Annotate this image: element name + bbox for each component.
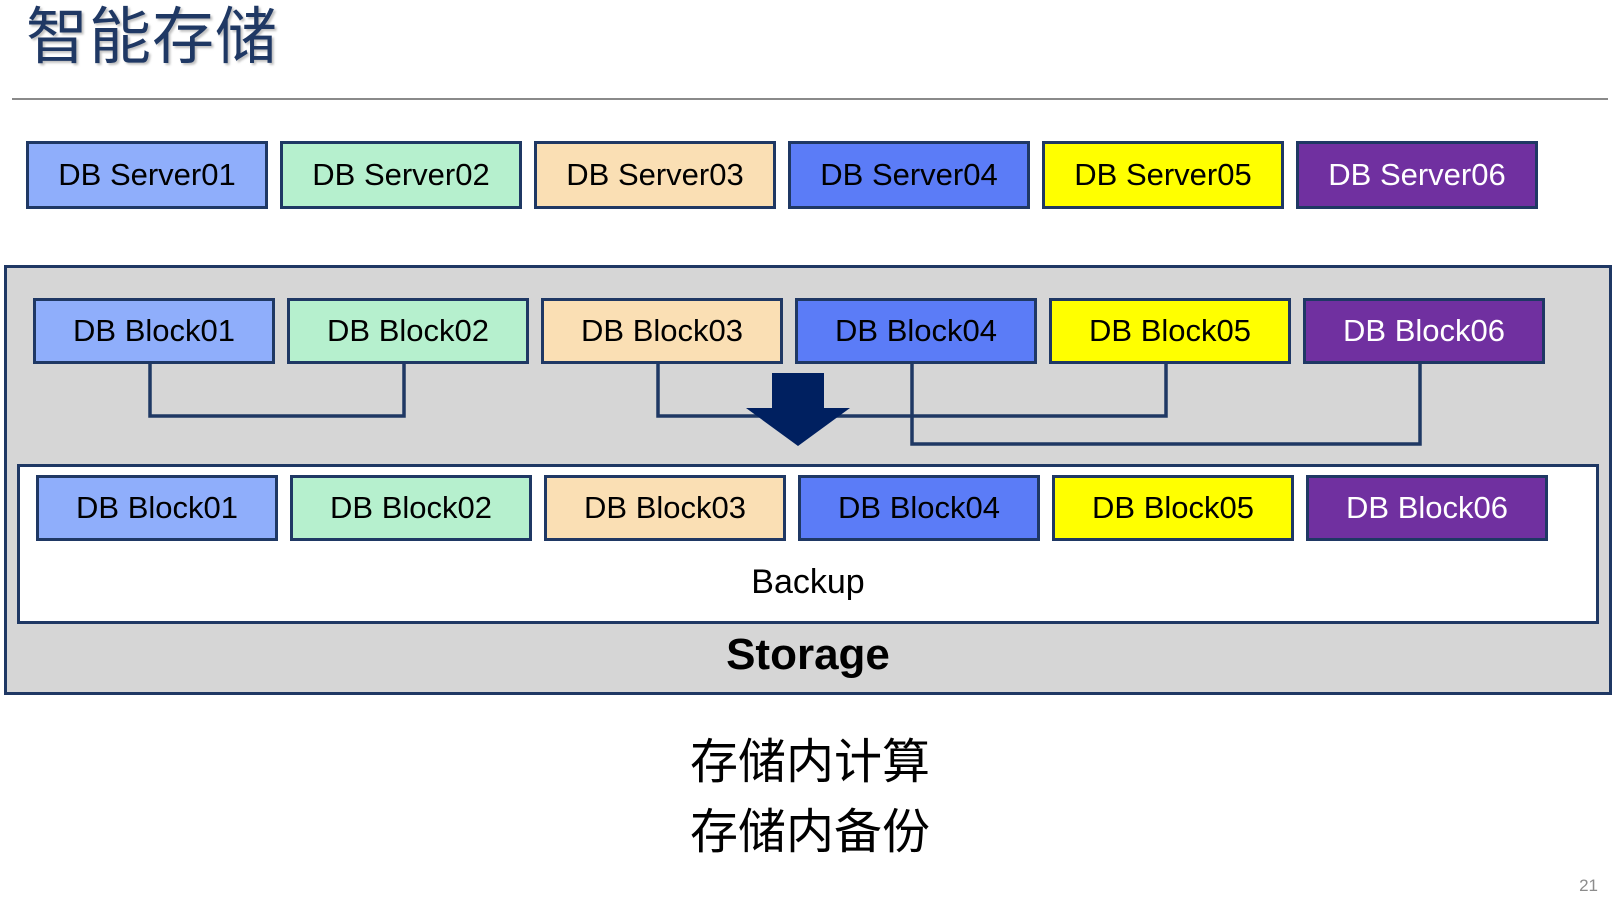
db-server-box-4[interactable]: DB Server04 — [788, 141, 1030, 209]
db-server-box-label: DB Server01 — [58, 157, 236, 192]
backup-db-block-box-label: DB Block05 — [1092, 490, 1254, 525]
backup-db-block-box-1[interactable]: DB Block01 — [36, 475, 278, 541]
backup-db-block-box-label: DB Block04 — [838, 490, 1000, 525]
db-server-box-label: DB Server02 — [312, 157, 490, 192]
storage-container: DB Block01 DB Block02 DB Block03 DB Block04… — [4, 265, 1612, 695]
backup-db-block-box-5[interactable]: DB Block05 — [1052, 475, 1294, 541]
db-block-box-6[interactable]: DB Block06 — [1303, 298, 1545, 364]
db-block-box-4[interactable]: DB Block04 — [795, 298, 1037, 364]
backup-db-block-box-3[interactable]: DB Block03 — [544, 475, 786, 541]
backup-panel: DB Block01 DB Block02 DB Block03 DB Block04… — [17, 464, 1599, 624]
db-server-box-5[interactable]: DB Server05 — [1042, 141, 1284, 209]
backup-db-block-box-2[interactable]: DB Block02 — [290, 475, 532, 541]
storage-label: Storage — [726, 630, 890, 679]
backup-db-block-box-label: DB Block06 — [1346, 490, 1508, 525]
page-title: 智能存储 — [26, 3, 279, 72]
backup-label: Backup — [751, 563, 865, 601]
db-block-box-label: DB Block04 — [835, 313, 997, 348]
backup-db-block-box-4[interactable]: DB Block04 — [798, 475, 1040, 541]
db-block-box-2[interactable]: DB Block02 — [287, 298, 529, 364]
caption-block: 存储内计算 存储内备份 — [0, 728, 1620, 868]
db-server-box-label: DB Server06 — [1328, 157, 1506, 192]
down-arrow-icon — [746, 373, 850, 446]
caption-line-2: 存储内备份 — [689, 806, 930, 860]
db-block-box-label: DB Block01 — [73, 313, 235, 348]
db-server-box-2[interactable]: DB Server02 — [280, 141, 522, 209]
db-server-box-6[interactable]: DB Server06 — [1296, 141, 1538, 209]
backup-db-block-box-label: DB Block02 — [330, 490, 492, 525]
db-block-box-1[interactable]: DB Block01 — [33, 298, 275, 364]
caption-line-1: 存储内计算 — [689, 736, 930, 789]
db-block-box-label: DB Block03 — [581, 313, 743, 348]
backup-db-block-box-label: DB Block01 — [76, 490, 238, 525]
db-block-box-label: DB Block02 — [327, 313, 489, 348]
db-server-box-3[interactable]: DB Server03 — [534, 141, 776, 209]
db-block-box-3[interactable]: DB Block03 — [541, 298, 783, 364]
db-server-box-label: DB Server04 — [820, 157, 998, 192]
db-block-box-5[interactable]: DB Block05 — [1049, 298, 1291, 364]
db-server-box-1[interactable]: DB Server01 — [26, 141, 268, 209]
backup-db-block-box-6[interactable]: DB Block06 — [1306, 475, 1548, 541]
db-block-box-label: DB Block06 — [1343, 313, 1505, 348]
page-number: 21 — [1579, 876, 1598, 895]
db-server-box-label: DB Server05 — [1074, 157, 1252, 192]
db-block-box-label: DB Block05 — [1089, 313, 1251, 348]
title-divider — [12, 98, 1608, 100]
backup-db-block-box-label: DB Block03 — [584, 490, 746, 525]
db-server-box-label: DB Server03 — [566, 157, 744, 192]
